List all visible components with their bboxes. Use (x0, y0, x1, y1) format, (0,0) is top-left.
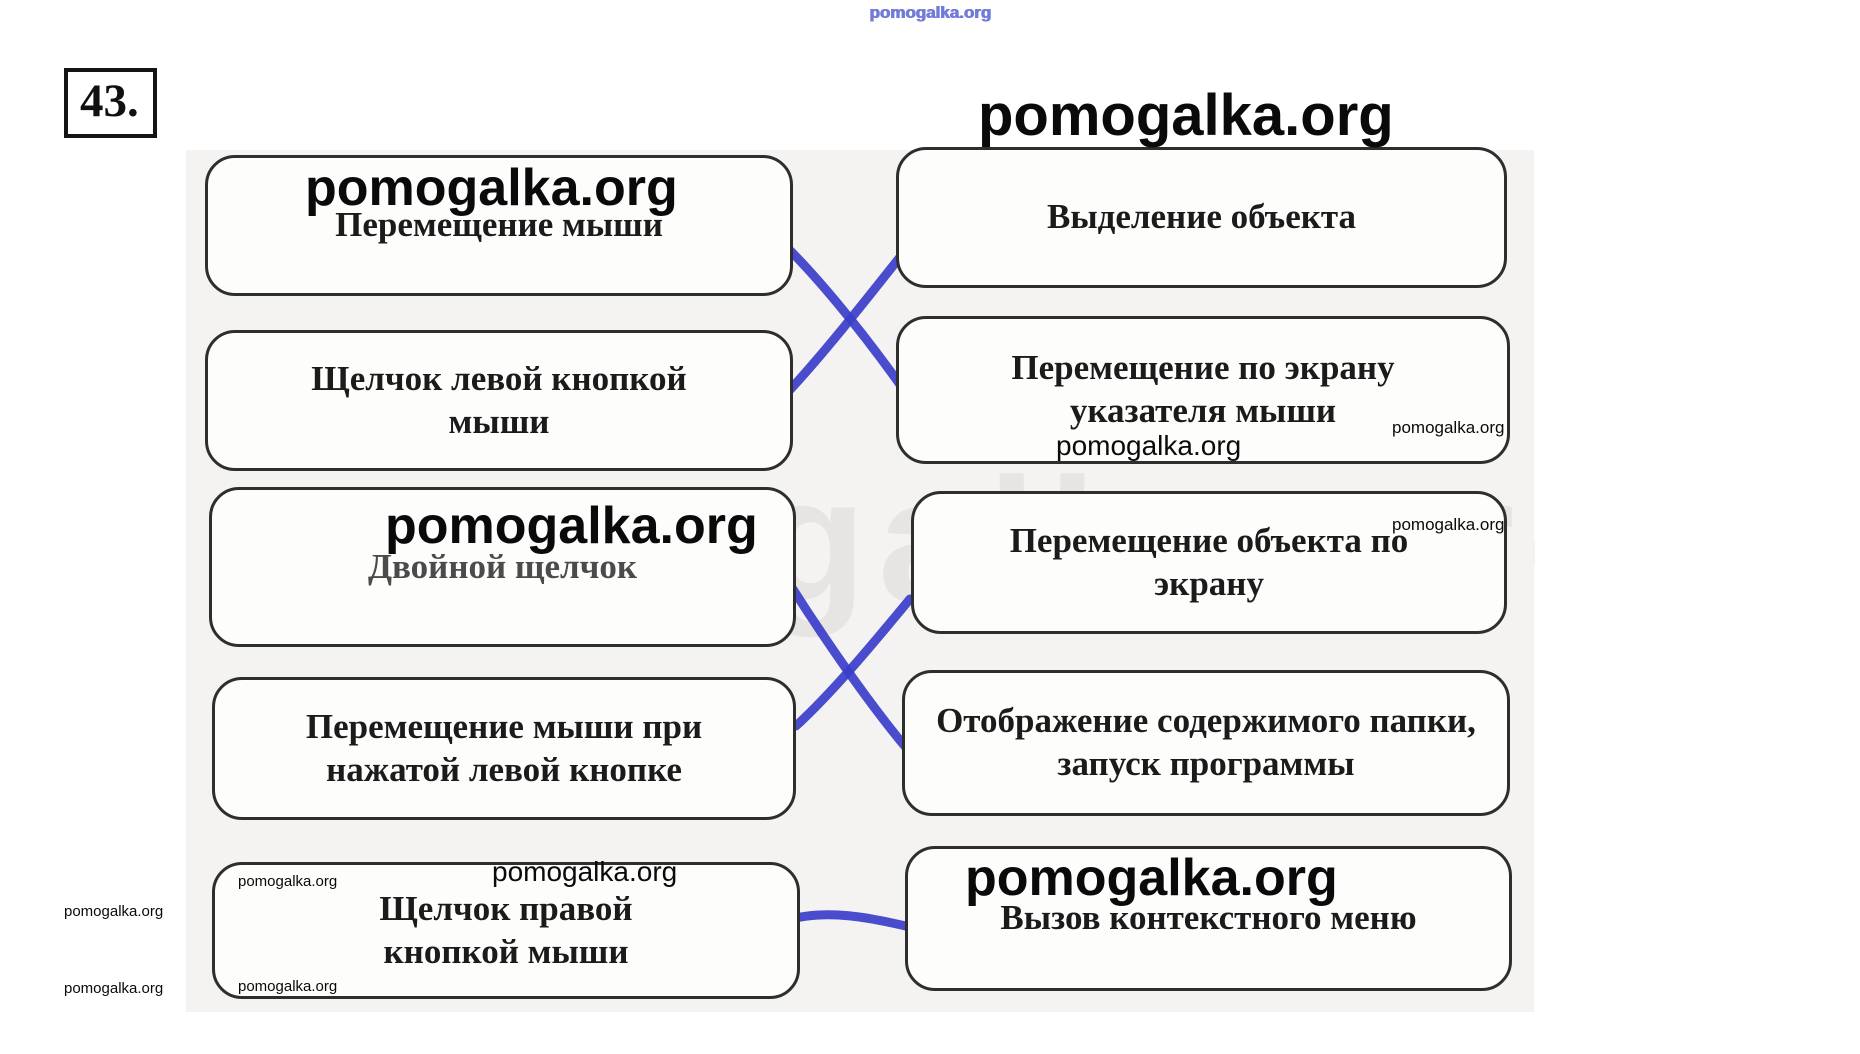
watermark-right2-small: pomogalka.org (1392, 418, 1505, 437)
watermark-top: pomogalka.org (869, 3, 991, 22)
watermark-right2-mid: pomogalka.org (1056, 430, 1242, 461)
left-item-left-click: Щелчок левой кнопкой мыши (205, 330, 793, 471)
watermark-near-box5-b: pomogalka.org (238, 978, 338, 995)
right-item-pointer-move: Перемещение по экрану указателя мыши (896, 316, 1510, 464)
left-item-drag: Перемещение мыши при нажатой левой кнопк… (212, 677, 796, 820)
watermark-edge-2: pomogalka.org (64, 980, 164, 997)
left-item-mouse-move: Перемещение мыши (205, 155, 793, 296)
right-item-select-object: Выделение объекта (896, 147, 1507, 288)
left-item-label: Перемещение мыши (335, 205, 663, 245)
right-item-label: Перемещение по экрану указателя мыши (1011, 348, 1395, 430)
right-item-label: Отображение содержимого папки, запуск пр… (936, 701, 1476, 783)
watermark-right3-small: pomogalka.org (1392, 515, 1505, 534)
watermark-over-box10: pomogalka.org (965, 849, 1338, 907)
watermark-heading: pomogalka.org (978, 83, 1394, 148)
right-item-label: Вызов контекстного меню (1000, 898, 1417, 938)
right-item-move-object: Перемещение объекта по экрану (911, 491, 1507, 634)
left-item-label: Щелчок левой кнопкой мыши (311, 358, 687, 441)
right-item-open-folder: Отображение содержимого папки, запуск пр… (902, 670, 1510, 816)
watermark-near-box5-a: pomogalka.org (238, 873, 338, 890)
watermark-over-box1: pomogalka.org (305, 159, 678, 217)
left-item-label: Двойной щелчок (367, 546, 638, 586)
watermark-left5-mid: pomogalka.org (492, 856, 678, 887)
right-item-label: Перемещение объекта по экрану (1009, 520, 1409, 603)
left-item-right-click: Щелчок правой кнопкой мыши (212, 862, 800, 999)
task-number-box: 43. (64, 68, 157, 138)
watermark-edge-1: pomogalka.org (64, 903, 164, 920)
right-item-context-menu: Вызов контекстного меню (905, 846, 1512, 991)
task-number: 43. (80, 75, 139, 127)
right-item-label: Выделение объекта (1046, 197, 1357, 237)
left-item-label: Щелчок правой кнопкой мыши (379, 888, 633, 971)
left-item-label: Перемещение мыши при нажатой левой кнопк… (305, 706, 703, 789)
watermark-over-box3: pomogalka.org (385, 497, 758, 555)
left-item-double-click: Двойной щелчок (209, 487, 796, 647)
